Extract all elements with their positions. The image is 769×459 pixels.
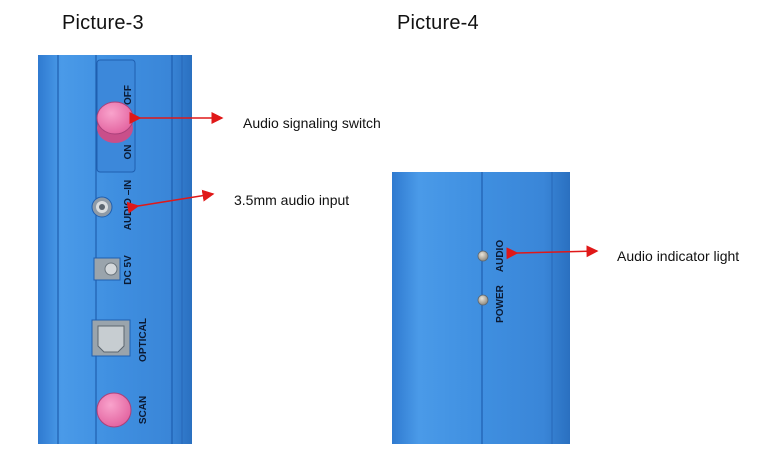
- label-power: POWER: [495, 284, 506, 323]
- label-scan: SCAN: [138, 396, 149, 424]
- label-audio: AUDIO: [495, 240, 506, 272]
- device-left: OFF ON AUDIO –IN DC 5V OPTICAL SCAN: [38, 55, 192, 444]
- scan-button: [96, 392, 132, 428]
- picture-3-title: Picture-3: [62, 12, 144, 34]
- picture-4-title: Picture-4: [397, 12, 479, 34]
- label-audio-in: AUDIO –IN: [123, 180, 134, 231]
- power-indicator-led: [477, 294, 489, 306]
- label-on: ON: [123, 145, 134, 160]
- label-off: OFF: [123, 85, 134, 105]
- callout-audio-input: 3.5mm audio input: [234, 192, 350, 208]
- audio-indicator-led: [477, 250, 489, 262]
- callout-audio-switch: Audio signaling switch: [243, 115, 381, 131]
- callout-indicator-light: Audio indicator light: [617, 248, 740, 264]
- arrow-indicator: [506, 245, 599, 260]
- arrow-audio-input: [126, 189, 215, 214]
- audio-switch-button: [96, 101, 134, 135]
- label-dc: DC 5V: [123, 255, 134, 285]
- device-right: AUDIO POWER: [392, 172, 570, 444]
- label-optical: OPTICAL: [138, 318, 149, 362]
